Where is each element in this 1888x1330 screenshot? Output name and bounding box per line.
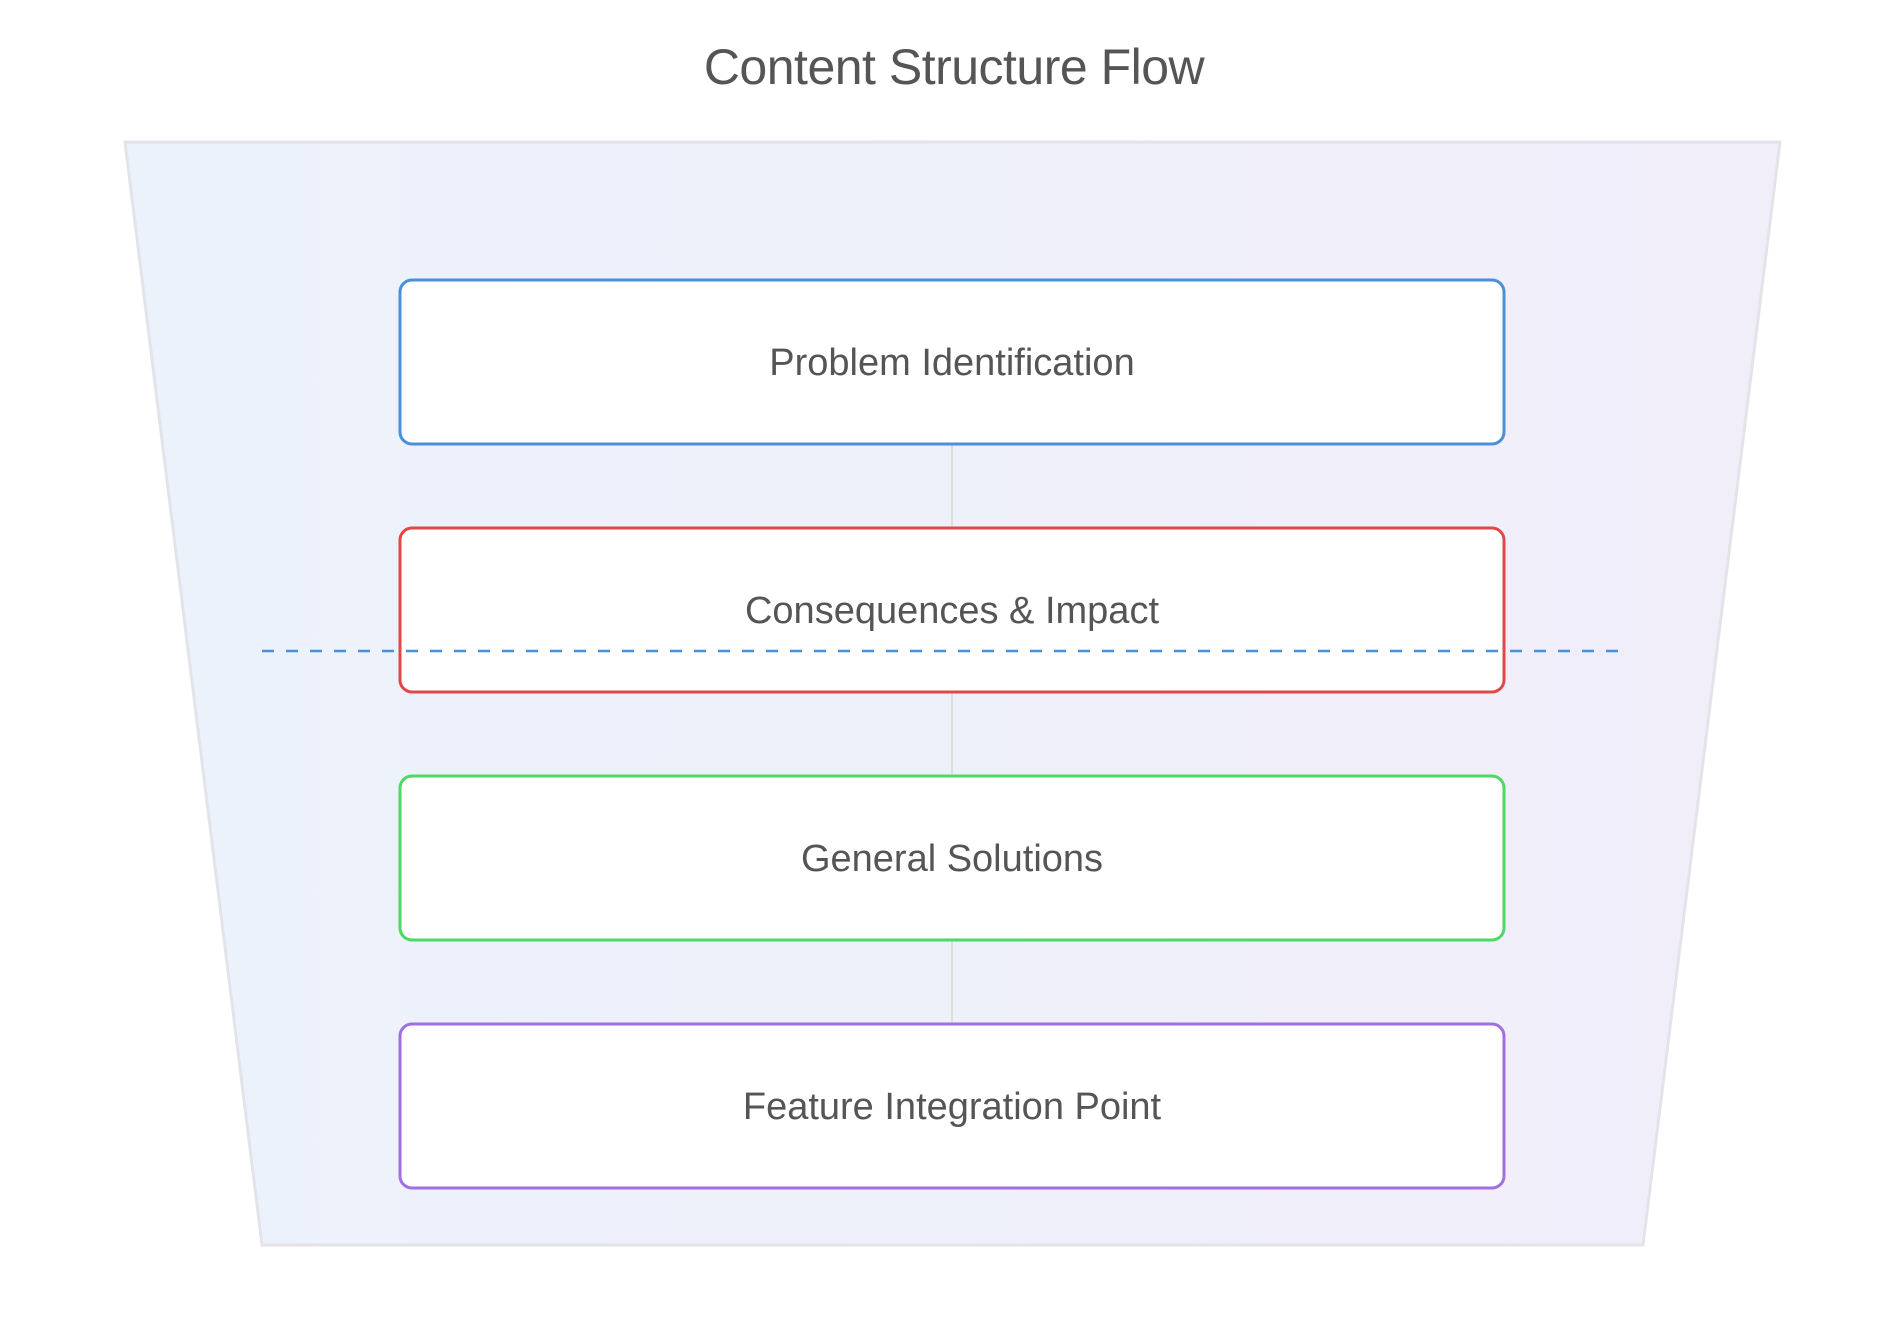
step-label: Problem Identification (769, 342, 1134, 384)
step-label: Feature Integration Point (743, 1086, 1162, 1128)
step-label: Consequences & Impact (745, 590, 1159, 632)
diagram-title: Content Structure Flow (703, 39, 1205, 95)
step-label: General Solutions (801, 838, 1103, 880)
step-feature-integration-point: Feature Integration Point (398, 1022, 1506, 1190)
step-consequences-impact: Consequences & Impact (398, 526, 1506, 694)
step-general-solutions: General Solutions (398, 774, 1506, 942)
step-problem-identification: Problem Identification (398, 278, 1506, 446)
